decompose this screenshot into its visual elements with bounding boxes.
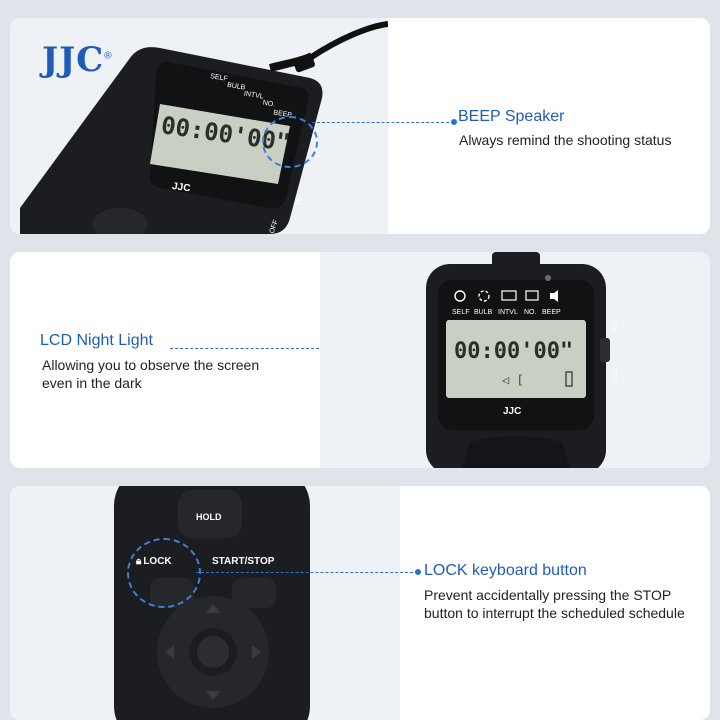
mode-label-self: SELF xyxy=(210,73,228,83)
lcd-description-line2: even in the dark xyxy=(42,375,142,391)
lock-leader-dot xyxy=(415,569,421,575)
hold-button xyxy=(178,490,242,538)
mode-bulb: BULB xyxy=(474,309,493,316)
battery-icon xyxy=(565,371,573,387)
mode-no: NO. xyxy=(524,309,537,316)
lock-title: LOCK keyboard button xyxy=(424,562,587,579)
mode-label-no: NO. xyxy=(262,100,275,109)
svg-text:◁ [: ◁ [ xyxy=(501,373,524,387)
power-switch xyxy=(600,338,610,362)
feature-panel-beep: 00:00'00" SELF BULB INTVL NO. BEEP JJC O… xyxy=(10,18,710,234)
device-photo-bottom: HOLD 🔒︎LOCK START/STOP xyxy=(10,486,400,720)
lock-leader-line xyxy=(196,572,418,573)
mode-self: SELF xyxy=(452,309,470,316)
body-brand-top: JJC xyxy=(171,181,191,194)
lock-highlight-ring xyxy=(127,538,201,608)
mode-label-beep: BEEP xyxy=(273,109,293,119)
switch-off-top: OFF xyxy=(269,219,280,234)
device-photo-middle: SELF BULB INTVL NO. BEEP 00:00'00" ◁ [ J… xyxy=(320,252,710,468)
power-icon xyxy=(454,290,466,302)
mode-icon-row xyxy=(454,290,558,302)
lcd-time: 00:00'00" xyxy=(454,339,573,364)
start-stop-button xyxy=(232,578,276,608)
interval-icon xyxy=(501,290,517,301)
feature-panel-lock: HOLD 🔒︎LOCK START/STOP LOCK keyboard but… xyxy=(10,486,710,720)
lcd-leader-line xyxy=(170,348,445,349)
remote-front-illustration: SELF BULB INTVL NO. BEEP 00:00'00" ◁ [ J… xyxy=(426,252,617,468)
feature-panel-lcd: LCD Night Light Allowing you to observe … xyxy=(10,252,710,468)
beep-leader-dot xyxy=(451,119,457,125)
device-photo-top: 00:00'00" SELF BULB INTVL NO. BEEP JJC O… xyxy=(10,18,388,234)
beep-title: BEEP Speaker xyxy=(458,108,565,125)
start-stop-label: START/STOP xyxy=(212,556,275,567)
brand-logo: JJC® xyxy=(42,40,113,80)
beep-description: Always remind the shooting status xyxy=(459,132,672,148)
mode-intvl: INTVL xyxy=(498,309,518,316)
lock-description-line1: Prevent accidentally pressing the STOP xyxy=(424,587,672,603)
speaker-icon xyxy=(550,290,558,302)
mode-beep: BEEP xyxy=(542,309,561,316)
lcd-title: LCD Night Light xyxy=(40,332,153,349)
lcd-description-line1: Allowing you to observe the screen xyxy=(42,357,260,373)
dpad-icon xyxy=(157,596,269,708)
switch-on: ON xyxy=(610,322,617,333)
switch-on-top: ON xyxy=(295,194,305,206)
lcd-screen xyxy=(446,320,586,398)
beep-leader-line xyxy=(312,122,454,123)
remote-keypad-illustration: HOLD 🔒︎LOCK START/STOP xyxy=(114,486,310,720)
lock-description-line2: button to interrupt the scheduled schedu… xyxy=(424,605,685,621)
count-icon xyxy=(525,290,539,301)
body-brand: JJC xyxy=(503,406,521,417)
switch-off: OFF xyxy=(610,368,617,382)
mode-label-intvl: INTVL xyxy=(243,91,264,101)
speaker-highlight-ring xyxy=(262,116,318,168)
hold-label: HOLD xyxy=(196,512,222,522)
shutter-icon xyxy=(478,290,490,302)
mode-label-bulb: BULB xyxy=(227,82,246,92)
